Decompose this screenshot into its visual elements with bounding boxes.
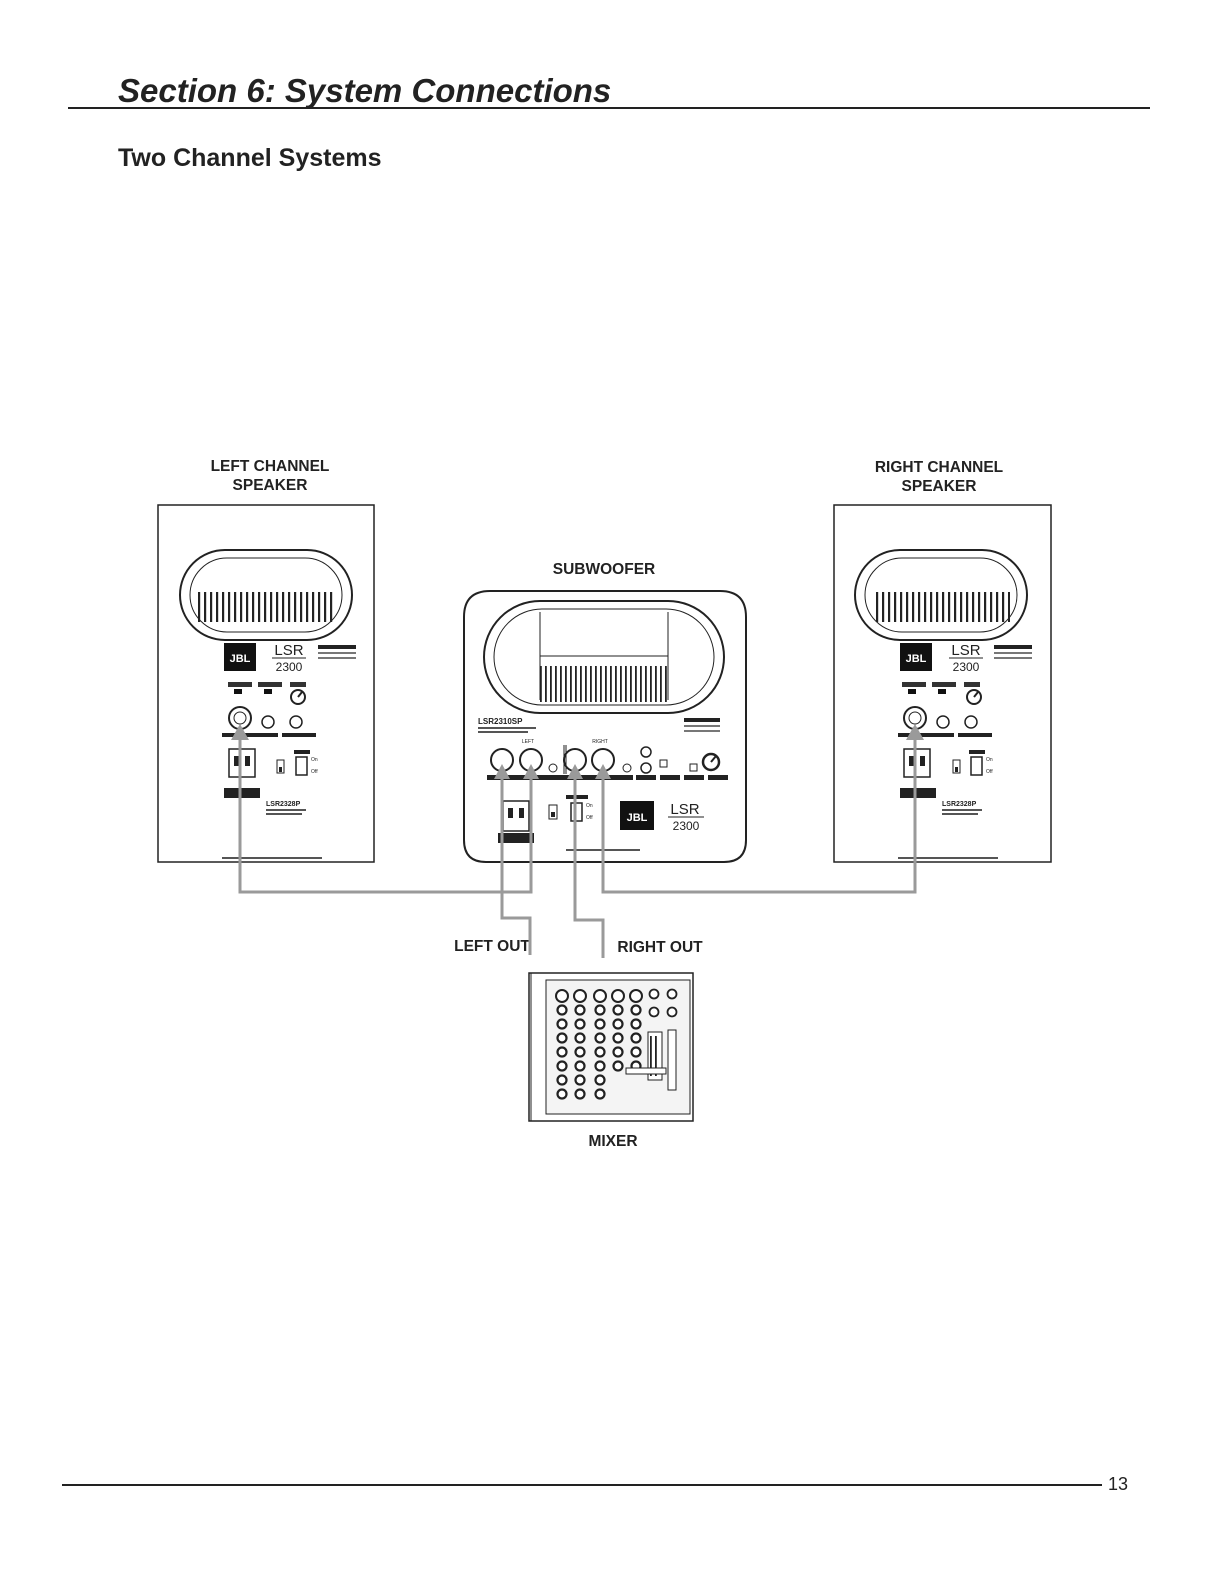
left-speaker-logo-text: JBL — [230, 653, 251, 665]
right-speaker-series: LSR — [951, 642, 980, 659]
mixer-knob-icon — [576, 1090, 585, 1099]
subwoofer-model: LSR2310SP — [478, 717, 523, 726]
left-speaker-series-number: 2300 — [276, 660, 303, 674]
right-speaker-switch-off: Off — [986, 769, 993, 775]
mixer-knob-icon — [596, 1076, 605, 1085]
left-speaker-power-inlet — [229, 749, 255, 777]
right-speaker-model: LSR2328P — [942, 801, 977, 808]
right-speaker-switch-on: On — [986, 757, 993, 763]
right-speaker: JBL LSR 2300 On Off LSR2328P — [834, 505, 1051, 862]
mixer-knob-icon — [614, 1062, 623, 1071]
mixer-knob-icon — [576, 1034, 585, 1043]
left-speaker-model: LSR2328P — [266, 801, 301, 808]
mixer-knob-icon — [650, 990, 659, 999]
mixer-knob-icon — [558, 1034, 567, 1043]
mixer-knob-icon — [630, 990, 642, 1002]
mixer-knob-icon — [558, 1048, 567, 1057]
subwoofer-switch-off: Off — [586, 815, 593, 821]
mixer-knob-icon — [668, 990, 677, 999]
subwoofer-series-number: 2300 — [673, 819, 700, 833]
mixer-knob-icon — [558, 1090, 567, 1099]
mixer-knob-icon — [650, 1008, 659, 1017]
subwoofer-power-inlet — [503, 801, 529, 831]
mixer-knob-icon — [576, 1006, 585, 1015]
left-speaker-switch-on: On — [311, 757, 318, 763]
mixer-knob-icon — [614, 1006, 623, 1015]
mixer-knob-icon — [614, 1034, 623, 1043]
subwoofer-input-left: LEFT — [522, 739, 534, 745]
subwoofer-input-right: RIGHT — [592, 739, 608, 745]
mixer-knob-icon — [614, 1048, 623, 1057]
mixer-knob-icon — [632, 1006, 641, 1015]
right-speaker-series-number: 2300 — [953, 660, 980, 674]
left-speaker-series: LSR — [274, 642, 303, 659]
subwoofer: LSR2310SP LEFT RIGHT — [464, 591, 746, 862]
mixer-knob-icon — [556, 990, 568, 1002]
page-number: 13 — [1108, 1474, 1128, 1495]
mixer-knob-icon — [594, 990, 606, 1002]
mixer-knob-icon — [558, 1062, 567, 1071]
mixer-knob-icon — [558, 1006, 567, 1015]
mixer-knob-icon — [612, 990, 624, 1002]
mixer-knob-icon — [576, 1062, 585, 1071]
right-speaker-logo-text: JBL — [906, 653, 927, 665]
mixer-knob-icon — [596, 1090, 605, 1099]
subwoofer-switch-on: On — [586, 803, 593, 809]
mixer-knob-icon — [596, 1020, 605, 1029]
mixer-knob-icon — [632, 1034, 641, 1043]
mixer-knob-icon — [596, 1048, 605, 1057]
left-speaker-switch-off: Off — [311, 769, 318, 775]
mixer-knob-icon — [576, 1076, 585, 1085]
mixer — [529, 973, 693, 1121]
mixer-knob-icon — [558, 1020, 567, 1029]
right-speaker-power-switch — [971, 757, 982, 775]
mixer-knob-icon — [668, 1008, 677, 1017]
subwoofer-logo-text: JBL — [627, 812, 648, 824]
mixer-knob-icon — [558, 1076, 567, 1085]
mixer-knob-icon — [576, 1020, 585, 1029]
mixer-knob-icon — [596, 1062, 605, 1071]
footer-divider — [62, 1484, 1102, 1486]
left-speaker: JBL LSR 2300 On Off LSR2328P — [158, 505, 374, 862]
mixer-knob-icon — [632, 1048, 641, 1057]
mixer-knob-icon — [596, 1034, 605, 1043]
mixer-knob-icon — [632, 1020, 641, 1029]
subwoofer-series: LSR — [670, 801, 699, 818]
mixer-knob-icon — [596, 1006, 605, 1015]
left-speaker-power-switch — [296, 757, 307, 775]
mixer-knob-icon — [574, 990, 586, 1002]
mixer-knob-icon — [614, 1020, 623, 1029]
mixer-knob-icon — [576, 1048, 585, 1057]
right-speaker-power-inlet — [904, 749, 930, 777]
